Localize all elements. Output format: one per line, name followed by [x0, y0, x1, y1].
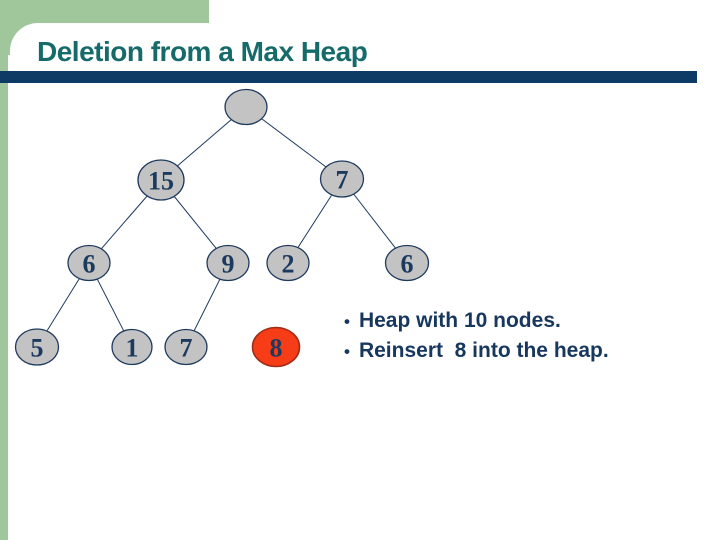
- tree-node-15: [137, 159, 185, 201]
- tree-node-label: 2: [282, 250, 295, 279]
- tree-node-7: [164, 328, 208, 366]
- title-panel: [10, 23, 720, 540]
- slide-title: Deletion from a Max Heap: [37, 36, 368, 67]
- bullet-icon: •: [344, 342, 350, 361]
- bullet-text: Heap with 10 nodes.: [358, 309, 561, 332]
- title-underline-bar: [0, 71, 697, 83]
- tree-node-label: 7: [336, 166, 349, 195]
- tree-node-label: 6: [83, 250, 96, 279]
- tree-node-label: 6: [401, 250, 414, 279]
- bullet-item: • Reinsert 8 into the heap.: [344, 336, 609, 366]
- tree-node-9: [206, 244, 250, 282]
- tree-node-label: 7: [180, 334, 193, 363]
- bullet-icon: •: [344, 312, 350, 331]
- tree-node-2: [266, 244, 310, 282]
- tree-node-6: [384, 244, 430, 282]
- tree-node-label: 9: [222, 250, 235, 279]
- tree-node-label: 8: [270, 334, 283, 363]
- left-accent-strip: [0, 0, 8, 540]
- tree-node-empty-root: [224, 88, 268, 126]
- bullet-list: • Heap with 10 nodes. • Reinsert 8 into the…: [344, 306, 609, 366]
- bullet-item: • Heap with 10 nodes.: [344, 306, 609, 336]
- tree-node-5: [14, 328, 60, 366]
- tree-node-1: [111, 328, 153, 366]
- tree-node-6: [67, 244, 111, 282]
- tree-node-8: [251, 326, 301, 368]
- tree-node-label: 1: [126, 334, 139, 363]
- tree-node-7: [319, 160, 365, 198]
- tree-node-label: 5: [31, 334, 44, 363]
- tree-node-label: 15: [148, 167, 174, 196]
- bullet-text: Reinsert 8 into the heap.: [358, 339, 609, 362]
